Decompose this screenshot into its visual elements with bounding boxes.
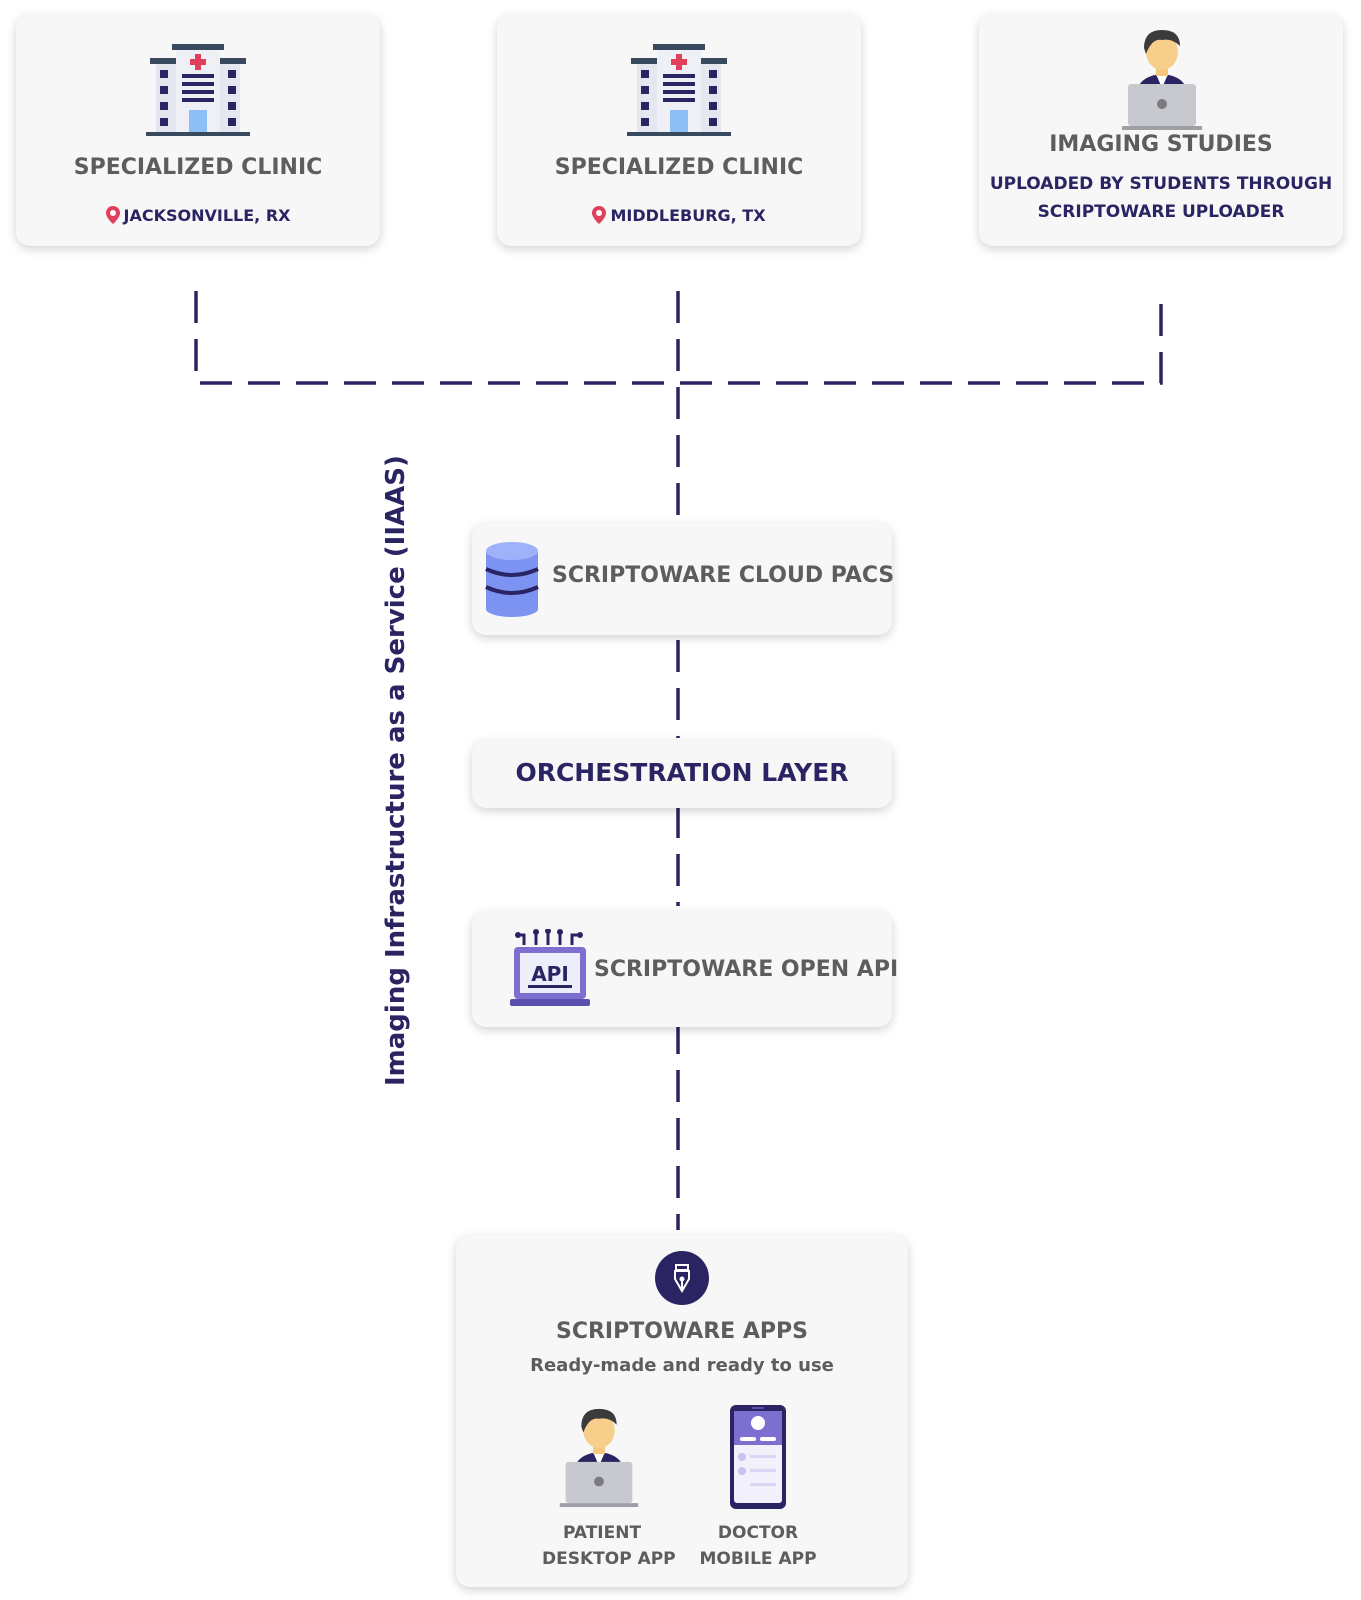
clinic-card-jacksonville: SPECIALIZED CLINIC JACKSONVILLE, RX: [16, 14, 380, 246]
location-text: MIDDLEBURG, TX: [610, 206, 766, 225]
api-laptop-icon: API: [510, 929, 590, 1011]
clinic-card-middleburg: SPECIALIZED CLINIC MIDDLEBURG, TX: [497, 14, 861, 246]
clinic-location: JACKSONVILLE, RX: [16, 206, 380, 225]
doctor-app-label-1: DOCTOR: [717, 1523, 799, 1543]
patient-desktop-app: PATIENT DESKTOP APP: [542, 1405, 676, 1569]
orchestration-layer-card: ORCHESTRATION LAYER: [472, 740, 892, 808]
pen-nib-icon: [655, 1251, 709, 1305]
person-laptop-icon: [559, 1405, 662, 1509]
clinic-title: SPECIALIZED CLINIC: [73, 155, 323, 180]
imaging-studies-card: IMAGING STUDIES UPLOADED BY STUDENTS THR…: [979, 14, 1343, 246]
cloud-pacs-label: SCRIPTOWARE CLOUD PACS: [552, 563, 895, 588]
person-laptop-icon: [1122, 26, 1202, 132]
apps-title: SCRIPTOWARE APPS: [555, 1319, 808, 1344]
open-api-card: API SCRIPTOWARE OPEN API: [472, 911, 898, 1027]
patient-app-label-1: PATIENT: [562, 1523, 642, 1543]
database-icon: [484, 541, 540, 617]
patient-app-label-2: DESKTOP APP: [542, 1549, 676, 1569]
apps-subtitle: Ready-made and ready to use: [530, 1355, 834, 1376]
cloud-pacs-card: SCRIPTOWARE CLOUD PACS: [472, 523, 895, 635]
scriptoware-apps-card: SCRIPTOWARE APPS Ready-made and ready to…: [456, 1235, 908, 1587]
clinic-title: SPECIALIZED CLINIC: [554, 155, 804, 180]
imaging-studies-title: IMAGING STUDIES: [1049, 132, 1273, 157]
imaging-studies-subtitle-2: SCRIPTOWARE UPLOADER: [1037, 202, 1285, 222]
mobile-phone-icon: [730, 1405, 818, 1509]
imaging-studies-subtitle-1: UPLOADED BY STUDENTS THROUGH: [989, 174, 1333, 194]
location-text: JACKSONVILLE, RX: [123, 206, 291, 225]
hospital-icon: [627, 44, 731, 140]
doctor-app-label-2: MOBILE APP: [699, 1549, 817, 1569]
open-api-label: SCRIPTOWARE OPEN API: [594, 957, 899, 982]
iiaas-side-label: Imaging Infrastructure as a Service (IIA…: [381, 455, 411, 1086]
svg-text:API: API: [531, 962, 569, 986]
location-pin-icon: [105, 206, 120, 224]
clinic-location: MIDDLEBURG, TX: [497, 206, 861, 225]
orchestration-label: ORCHESTRATION LAYER: [515, 758, 849, 787]
location-pin-icon: [592, 206, 607, 224]
doctor-mobile-app: DOCTOR MOBILE APP: [698, 1405, 818, 1569]
hospital-icon: [146, 44, 250, 140]
